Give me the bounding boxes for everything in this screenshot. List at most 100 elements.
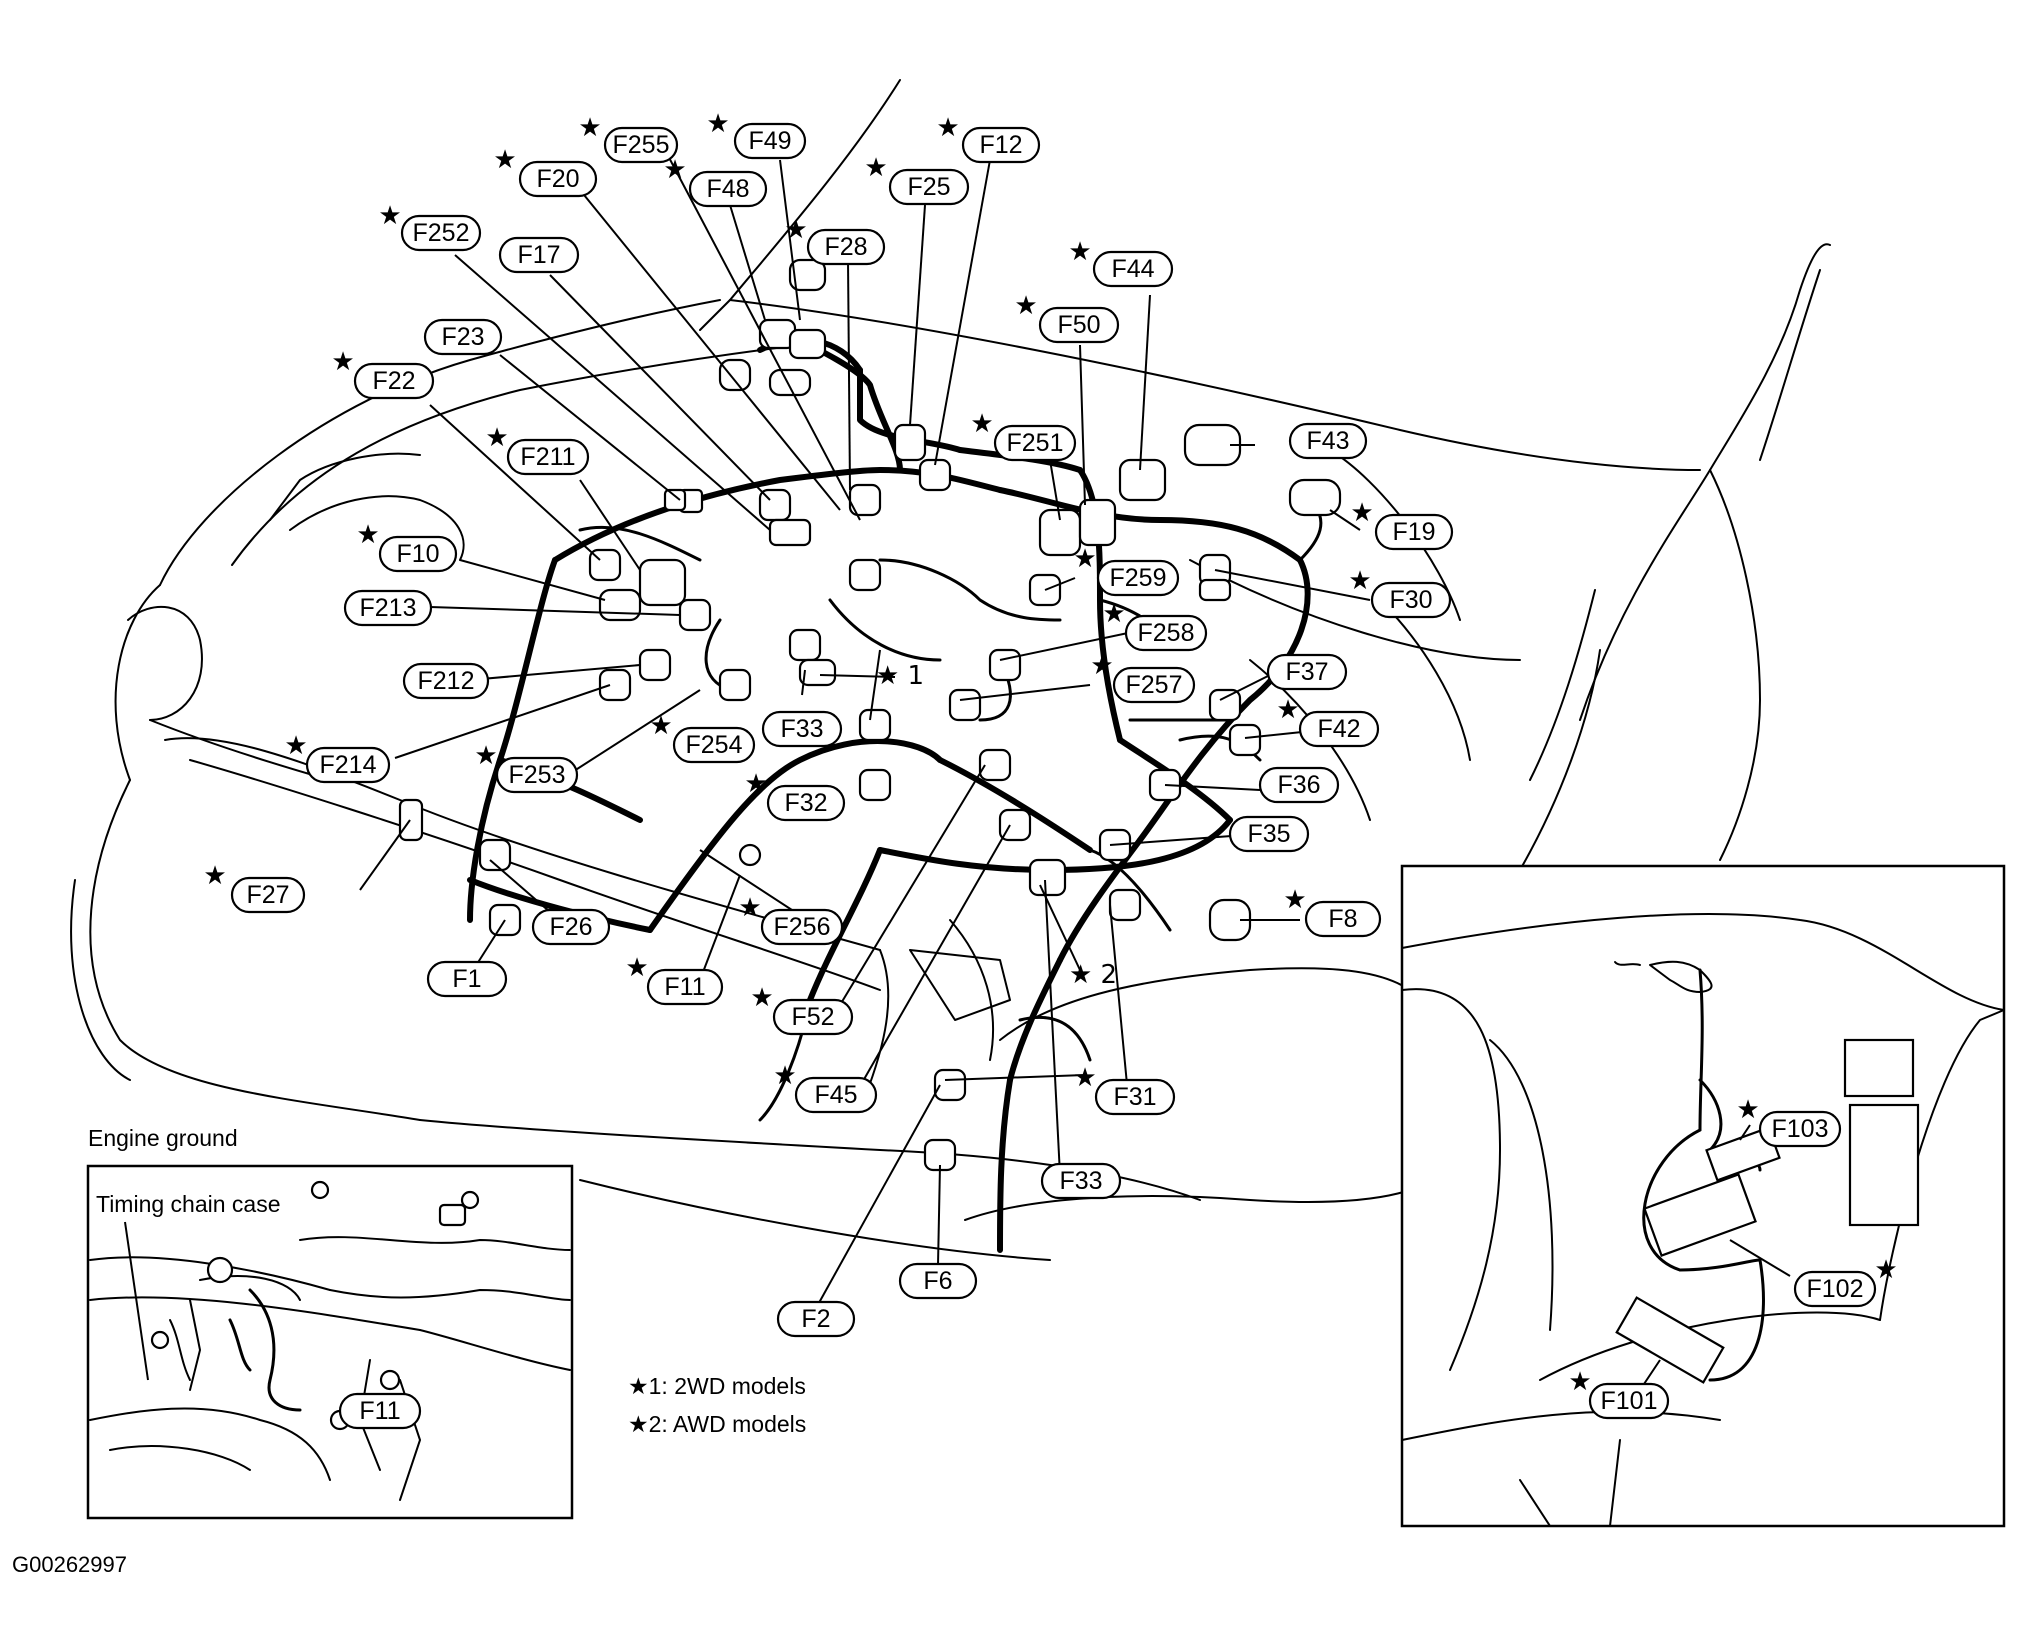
svg-text:★: ★ (378, 201, 401, 231)
label-F256: F256 ★ (738, 893, 844, 946)
svg-text:F252: F252 (413, 219, 470, 247)
label-F254: F254★ (649, 711, 756, 764)
label-F50: F50 ★ (1014, 291, 1120, 344)
legend: ★1: 2WD models ★2: AWD models (628, 1373, 806, 1437)
svg-text:★: ★ (356, 520, 379, 550)
label-F23: F23 (423, 318, 503, 356)
svg-text:F33: F33 (780, 715, 823, 743)
svg-text:★: ★ (1736, 1095, 1759, 1125)
svg-text:★: ★ (773, 1061, 796, 1091)
label-F52: F52★ (750, 983, 854, 1036)
label-F2: F2 (776, 1300, 856, 1338)
svg-text:★: ★ (649, 711, 672, 741)
svg-text:F22: F22 (372, 367, 415, 395)
svg-text:★: ★ (1068, 237, 1091, 267)
callout-note2: ★ 2 (1069, 960, 1117, 990)
svg-text:★: ★ (1568, 1367, 1591, 1397)
svg-text:F258: F258 (1138, 619, 1195, 647)
svg-text:F45: F45 (814, 1081, 857, 1109)
svg-text:★: ★ (1348, 566, 1371, 596)
label-F258: F258★ (1102, 599, 1208, 652)
label-F48: F48 ★ (663, 155, 768, 208)
label-F33a: F33 (761, 710, 843, 748)
svg-text:F6: F6 (923, 1267, 952, 1295)
label-F12: F12★ (936, 113, 1041, 164)
label-F44: F44 ★ (1068, 237, 1174, 288)
svg-text:F35: F35 (1247, 820, 1290, 848)
svg-text:★: ★ (970, 409, 993, 439)
label-F27: F27★ (203, 861, 306, 914)
svg-text:★: ★ (331, 347, 354, 377)
svg-text:F48: F48 (706, 175, 749, 203)
label-F32: F32 ★ (744, 769, 846, 822)
svg-text:F211: F211 (520, 443, 575, 471)
svg-text:F102: F102 (1807, 1275, 1864, 1303)
label-F252: F252 ★ (378, 201, 482, 252)
svg-text:★: ★ (1073, 1063, 1096, 1093)
connector-labels: F255★ F49★ F12★ F20★ F48★ F25★ F252★ F17… (203, 109, 1454, 1338)
svg-text:F19: F19 (1392, 518, 1435, 546)
label-F35: F35 (1228, 815, 1310, 853)
label-F101: F101 ★ (1568, 1367, 1670, 1420)
svg-text:★: ★ (750, 983, 773, 1013)
label-F102: F102 ★ (1793, 1255, 1898, 1308)
svg-text:F10: F10 (396, 540, 439, 568)
svg-text:F8: F8 (1328, 905, 1357, 933)
svg-text:★: ★ (625, 953, 648, 983)
svg-text:★: ★ (1350, 498, 1373, 528)
inset-engine-ground-title: Engine ground (88, 1125, 238, 1151)
label-F43: F43 (1288, 422, 1368, 460)
svg-text:F49: F49 (748, 127, 791, 155)
svg-text:F44: F44 (1111, 255, 1154, 283)
svg-text:F30: F30 (1389, 586, 1432, 614)
label-F213: F213 (343, 589, 433, 627)
callout-note1: ★ 1 (876, 661, 924, 691)
connector-shapes (398, 258, 1342, 1172)
legend-line-2: ★2: AWD models (628, 1411, 806, 1437)
svg-text:F37: F37 (1285, 658, 1328, 686)
svg-text:F11: F11 (664, 973, 705, 1001)
svg-text:F214: F214 (320, 751, 377, 779)
svg-text:★: ★ (744, 769, 767, 799)
svg-text:F212: F212 (418, 667, 475, 695)
label-F103: F103★ (1736, 1095, 1842, 1148)
svg-text:★: ★ (1014, 291, 1037, 321)
svg-text:F43: F43 (1306, 427, 1349, 455)
label-F255: F255 ★ (578, 113, 679, 164)
label-F26: F26 (531, 908, 611, 946)
label-F10: F10 ★ (356, 520, 458, 573)
svg-text:★: ★ (485, 423, 508, 453)
svg-text:F256: F256 (774, 913, 831, 941)
label-F11-inset: F11 (338, 1392, 422, 1430)
label-F17: F17 (498, 236, 580, 274)
svg-text:★: ★ (1874, 1255, 1897, 1285)
figure-id: G00262997 (12, 1552, 127, 1577)
svg-text:★: ★ (663, 155, 686, 185)
legend-line-1: ★1: 2WD models (628, 1373, 806, 1399)
svg-text:F50: F50 (1057, 311, 1100, 339)
svg-text:F17: F17 (517, 241, 560, 269)
label-F8: F8★ (1283, 885, 1382, 938)
label-F259: F259★ (1073, 544, 1180, 597)
svg-text:F27: F27 (246, 881, 289, 909)
svg-text:F23: F23 (441, 323, 484, 351)
inset-engine-ground-sublabel: Timing chain case (96, 1191, 281, 1217)
svg-text:★: ★ (578, 113, 601, 143)
inset-engine-ground: Engine ground Timing chain case F11 (86, 1125, 574, 1520)
label-F11: F11 ★ (625, 953, 724, 1006)
svg-text:F28: F28 (824, 233, 867, 261)
svg-text:F2: F2 (801, 1305, 830, 1333)
harness-main (467, 327, 1323, 1253)
label-F49: F49★ (706, 109, 807, 160)
svg-text:F32: F32 (784, 789, 827, 817)
svg-text:★: ★ (864, 153, 887, 183)
svg-text:F31: F31 (1113, 1083, 1156, 1111)
svg-text:F253: F253 (509, 761, 566, 789)
svg-text:F255: F255 (613, 131, 670, 159)
svg-text:F101: F101 (1601, 1387, 1658, 1415)
svg-text:★: ★ (738, 893, 761, 923)
svg-text:★: ★ (936, 113, 959, 143)
label-F212: F212 (402, 662, 490, 700)
svg-text:F20: F20 (536, 165, 579, 193)
